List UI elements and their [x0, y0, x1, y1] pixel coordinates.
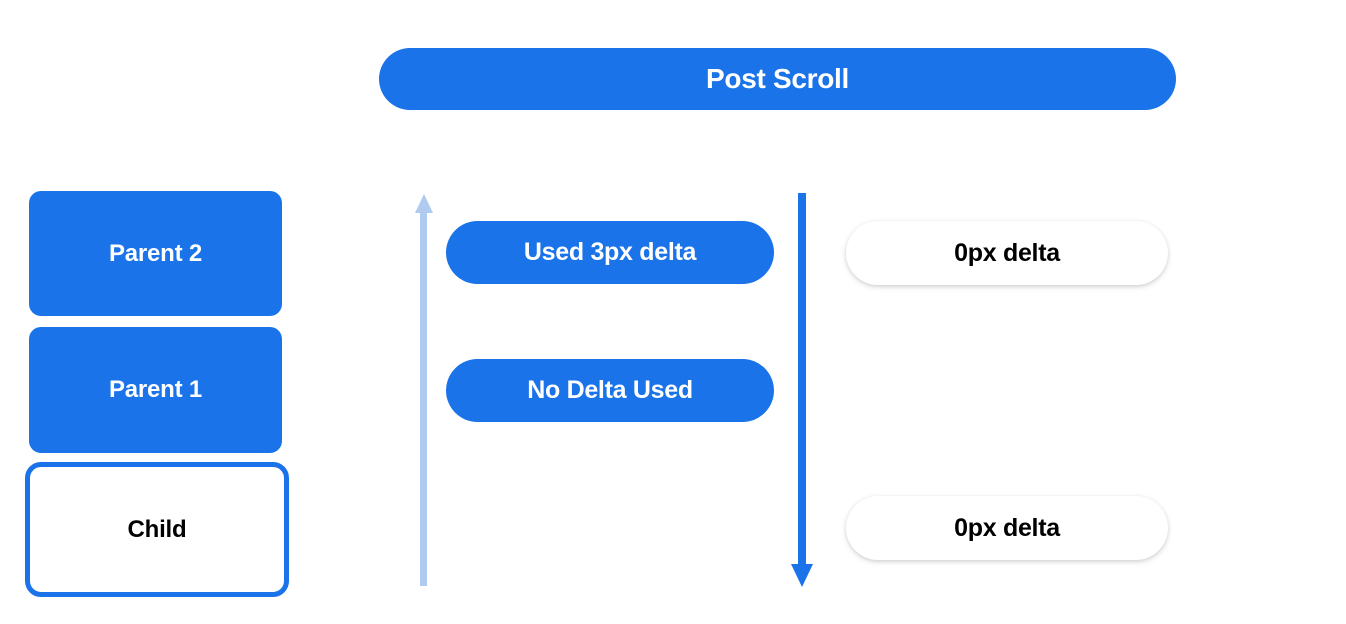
stack-box-parent-1: Parent 1: [29, 327, 282, 453]
stack-box-parent-2: Parent 2: [29, 191, 282, 316]
scroll-down-arrow-head: [791, 564, 813, 587]
stack-box-child: Child: [25, 462, 289, 597]
delta-pill-used-3px: Used 3px delta: [446, 221, 774, 284]
delta-pill-used-3px-label: Used 3px delta: [523, 238, 697, 266]
scroll-up-arrow-head: [415, 194, 433, 213]
post-scroll-header: Post Scroll: [379, 48, 1176, 110]
scroll-up-arrow-shaft: [420, 210, 427, 586]
delta-pill-no-delta-used: No Delta Used: [446, 359, 774, 422]
result-pill-top: 0px delta: [846, 221, 1168, 285]
result-pill-bottom-label: 0px delta: [954, 513, 1060, 542]
stack-box-parent-2-label: Parent 2: [108, 239, 203, 267]
delta-pill-no-delta-used-label: No Delta Used: [527, 376, 693, 404]
stack-box-parent-1-label: Parent 1: [108, 376, 203, 403]
scroll-up-arrow-icon: [410, 194, 438, 586]
scroll-down-arrow-shaft: [798, 193, 806, 569]
result-pill-top-label: 0px delta: [954, 238, 1060, 267]
result-pill-bottom: 0px delta: [846, 496, 1168, 560]
scroll-down-arrow-icon: [788, 193, 818, 587]
stack-box-child-label: Child: [127, 515, 187, 543]
post-scroll-header-label: Post Scroll: [706, 63, 849, 94]
